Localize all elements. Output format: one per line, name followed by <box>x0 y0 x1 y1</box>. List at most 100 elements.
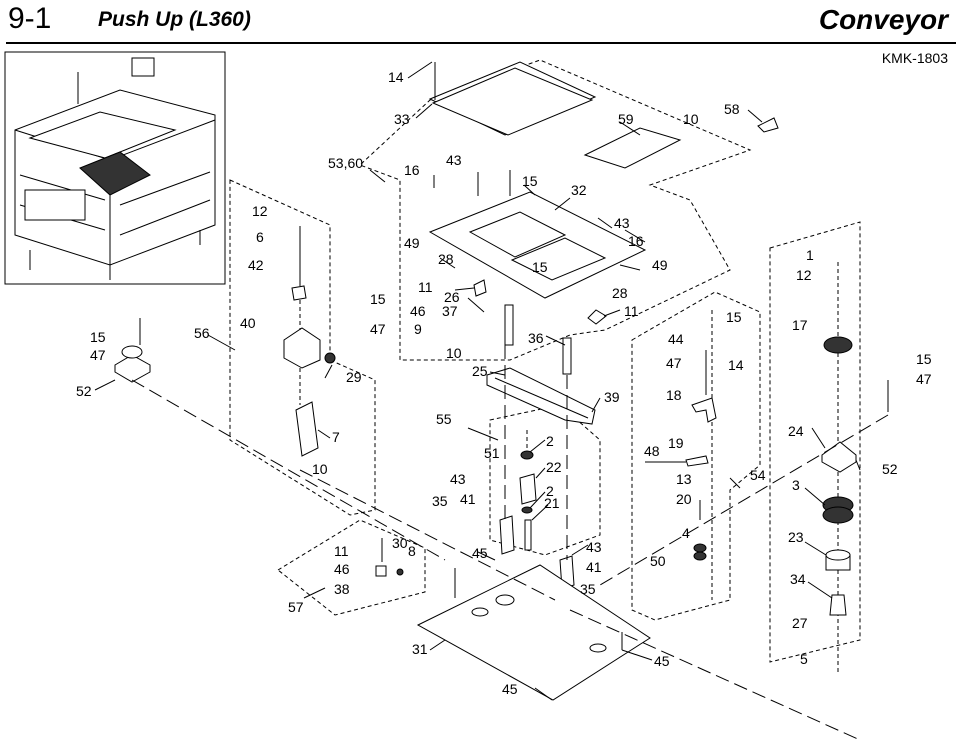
left-pulley <box>114 318 151 383</box>
callout-15-pulley: 15 <box>90 329 106 345</box>
callout-23: 23 <box>788 529 804 545</box>
callout-47-right: 47 <box>916 371 932 387</box>
callout-43-right: 43 <box>614 215 630 231</box>
cover-plates <box>428 61 779 169</box>
callout-27: 27 <box>792 615 808 631</box>
callout-11-bracket: 11 <box>334 543 349 559</box>
callout-5: 5 <box>800 651 808 667</box>
callout-43-lower: 43 <box>586 539 602 555</box>
callout-12-right: 12 <box>796 267 812 283</box>
callout-25: 25 <box>472 363 488 379</box>
motor-assembly <box>283 226 336 457</box>
callout-55: 55 <box>436 411 452 427</box>
callout-9: 9 <box>414 321 422 337</box>
drive-belt <box>486 367 596 425</box>
callout-11-right: 11 <box>624 303 639 319</box>
callout-15-left: 15 <box>370 291 386 307</box>
callout-19: 19 <box>668 435 684 451</box>
callout-33: 33 <box>394 111 410 127</box>
callout-2-top: 2 <box>546 433 554 449</box>
callout-45-bottom: 45 <box>502 681 518 697</box>
callout-43-upper: 43 <box>446 152 462 168</box>
callout-38: 38 <box>334 581 350 597</box>
callout-47-left: 47 <box>370 321 386 337</box>
callout-6: 6 <box>256 229 264 245</box>
callout-26: 26 <box>444 289 460 305</box>
callout-47-sensor: 47 <box>666 355 682 371</box>
callout-46-upper: 46 <box>410 303 426 319</box>
callout-22: 22 <box>546 459 562 475</box>
callout-24: 24 <box>788 423 804 439</box>
callout-51: 51 <box>484 445 500 461</box>
callout-28-left: 28 <box>438 251 454 267</box>
callout-30: 30 <box>392 535 408 551</box>
callout-leaders <box>94 61 861 701</box>
callout-31: 31 <box>412 641 428 657</box>
callout-54: 54 <box>750 467 766 483</box>
callout-39: 39 <box>604 389 620 405</box>
callout-49-right: 49 <box>652 257 668 273</box>
callout-29: 29 <box>346 369 362 385</box>
callout-46-bracket: 46 <box>334 561 350 577</box>
callout-3: 3 <box>792 477 800 493</box>
category-title: Conveyor <box>818 4 948 35</box>
callout-52-left: 52 <box>76 383 92 399</box>
callout-10-motor: 10 <box>312 461 328 477</box>
callout-44: 44 <box>668 331 684 347</box>
callout-42: 42 <box>248 257 264 273</box>
callout-41-right: 41 <box>586 559 602 575</box>
callout-57: 57 <box>288 599 304 615</box>
callout-14-sensor: 14 <box>728 357 744 373</box>
callout-52-right: 52 <box>882 461 898 477</box>
header-rule <box>6 42 956 44</box>
callout-16-upper: 16 <box>404 162 420 178</box>
callout-17: 17 <box>792 317 808 333</box>
axis-lines <box>131 345 889 741</box>
callout-18: 18 <box>666 387 682 403</box>
drawing-code: KMK-1803 <box>881 50 948 66</box>
callout-58: 58 <box>724 101 740 117</box>
callout-15-sensor: 15 <box>726 309 742 325</box>
callout-12-left: 12 <box>252 203 268 219</box>
callout-45-center: 45 <box>472 545 488 561</box>
callout-15-center: 15 <box>532 259 548 275</box>
callout-21: 21 <box>544 495 560 511</box>
callout-50: 50 <box>650 553 666 569</box>
upper-plate <box>428 170 647 375</box>
callout-28-right: 28 <box>612 285 628 301</box>
pulley-stack <box>821 262 889 675</box>
callout-10-top: 10 <box>683 111 699 127</box>
callout-11-left: 11 <box>418 279 433 295</box>
callout-16-right: 16 <box>628 233 644 249</box>
callout-41-left: 41 <box>460 491 476 507</box>
callout-34: 34 <box>790 571 806 587</box>
page-header: 9-1 Push Up (L360) Conveyor <box>0 0 962 46</box>
callout-35-left: 35 <box>432 493 448 509</box>
sensor-assembly <box>645 310 717 600</box>
callout-56: 56 <box>194 325 210 341</box>
callout-8: 8 <box>408 543 416 559</box>
callout-37: 37 <box>442 303 458 319</box>
callout-36: 36 <box>528 330 544 346</box>
callout-43-center: 43 <box>450 471 466 487</box>
page-title: Push Up (L360) <box>98 8 251 31</box>
machine-inset <box>4 51 226 285</box>
section-number: 9-1 <box>8 2 52 35</box>
callout-labels: 14 33 58 59 10 53,60 43 16 15 32 43 16 4… <box>76 69 932 697</box>
callout-40: 40 <box>240 315 256 331</box>
callout-45-right: 45 <box>654 653 670 669</box>
callout-47-pulley: 47 <box>90 347 106 363</box>
center-assembly <box>499 430 575 590</box>
callout-7: 7 <box>332 429 340 445</box>
callout-14-cover: 14 <box>388 69 404 85</box>
callout-20: 20 <box>676 491 692 507</box>
callout-2-lower: 2 <box>546 483 554 499</box>
callout-49-left: 49 <box>404 235 420 251</box>
callout-10-upper: 10 <box>446 345 462 361</box>
callout-4: 4 <box>682 525 690 541</box>
callout-32: 32 <box>571 182 587 198</box>
callout-35-right: 35 <box>580 581 596 597</box>
callout-59: 59 <box>618 111 634 127</box>
callout-15-right: 15 <box>916 351 932 367</box>
